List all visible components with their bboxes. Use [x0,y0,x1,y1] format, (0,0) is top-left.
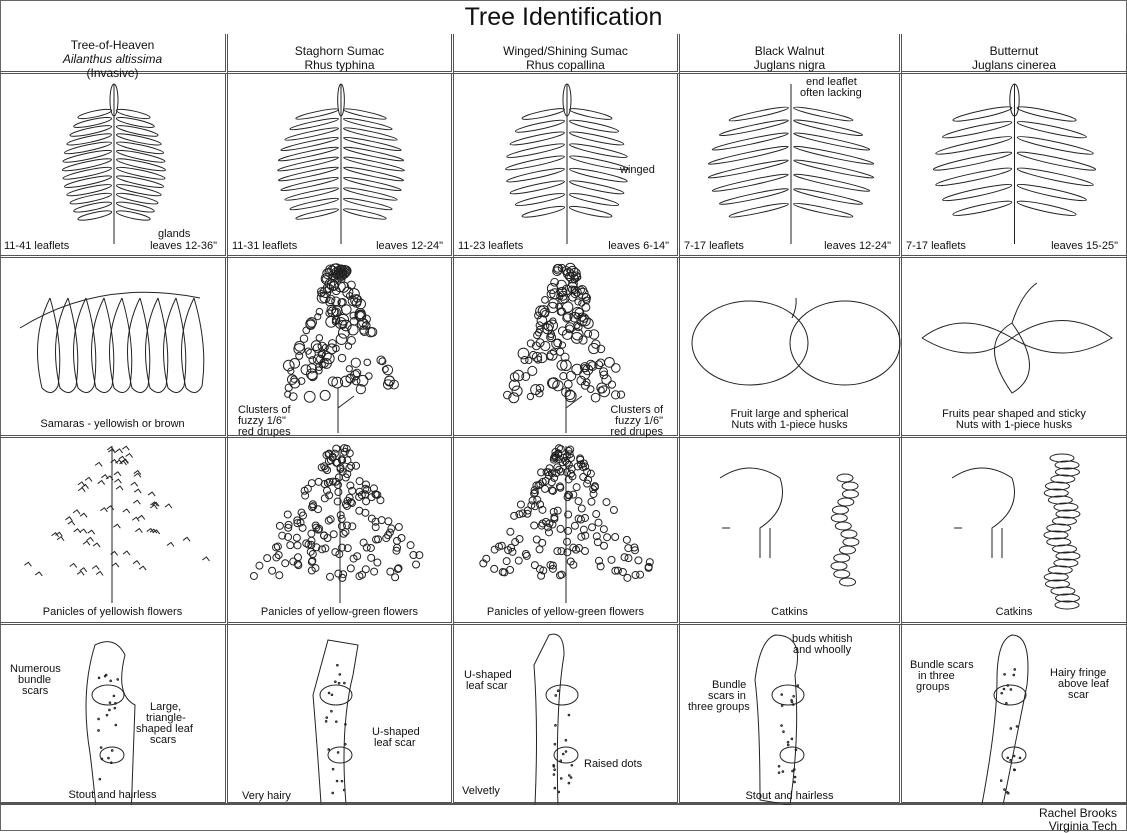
twig-cell-black-walnut-illustration [680,625,902,805]
twig-caption: Stout and hairless [680,790,899,802]
page-title: Tree Identification [0,0,1127,34]
leaf-cell-black-walnut-illustration [680,74,902,258]
header-tree-of-heaven: Tree-of-HeavenAilanthus altissima(Invasi… [0,34,228,74]
twig-cell-butternut-illustration [902,625,1127,805]
twig-cell-staghorn-sumac: Very hairyU-shapedleaf scar [228,625,454,805]
leaf-cell-staghorn-sumac: 11-31 leaflets leaves 12-24" [228,74,454,258]
fruit-cell-tree-of-heaven: Samaras - yellowish or brown [0,258,228,438]
latin-name: Juglans nigra [680,58,899,72]
latin-name: Rhus typhina [228,58,451,72]
common-name: Winged/Shining Sumac [454,44,677,58]
leaf-length: leaves 6-14" [608,240,669,252]
annotation: groups [916,681,950,693]
leaf-cell-butternut-illustration [902,74,1127,258]
fruit-cell-winged-sumac: Clusters offuzzy 1/6"red drupes [454,258,680,438]
twig-caption: Stout and hairless [0,789,225,801]
flower-cell-tree-of-heaven-illustration [0,438,228,625]
annotation: leaf scar [466,680,508,692]
twig-cell-winged-sumac-illustration [454,625,680,805]
twig-caption: Velvetly [462,785,500,797]
twig-cell-black-walnut: Stout and hairlessbuds whitishand whooll… [680,625,902,805]
common-name: Butternut [902,44,1126,58]
winged-note: winged [620,164,655,176]
common-name: Staghorn Sumac [228,44,451,58]
flower-caption: Catkins [680,606,899,618]
flower-cell-staghorn-sumac: Panicles of yellow-green flowers [228,438,454,625]
flower-cell-winged-sumac-illustration [454,438,680,625]
glands-note: glands [158,228,190,240]
fruit-caption: Samaras - yellowish or brown [0,418,225,430]
common-name: Tree-of-Heaven [0,38,225,52]
flower-caption: Catkins [902,606,1126,618]
flower-caption: Panicles of yellow-green flowers [454,606,677,618]
twig-cell-staghorn-sumac-illustration [228,625,454,805]
fruit-caption-2: Nuts with 1-piece husks [902,419,1126,431]
flower-cell-black-walnut: Catkins [680,438,902,625]
annotation: scars [150,734,176,746]
annotation: three groups [688,701,750,713]
author-org: Virginia Tech [1049,820,1117,833]
twig-cell-winged-sumac: VelvetlyU-shapedleaf scarRaised dots [454,625,680,805]
header-black-walnut: Black WalnutJuglans nigra [680,34,902,74]
end-leaflet-note-2: often lacking [800,87,862,99]
leaf-length: leaves 15-25" [1051,240,1118,252]
leaf-cell-winged-sumac: 11-23 leaflets leaves 6-14" winged [454,74,680,258]
leaf-cell-black-walnut: 7-17 leafletsleaves 12-24"end leafletoft… [680,74,902,258]
fruit-cell-butternut: Fruits pear shaped and stickyNuts with 1… [902,258,1127,438]
leaf-cell-tree-of-heaven: 11-41 leaflets leaves 12-36"glands [0,74,228,258]
annotation: and whoolly [793,644,851,656]
latin-name: Juglans cinerea [902,58,1126,72]
leaflet-count: 7-17 leaflets [906,240,966,252]
leaf-cell-butternut: 7-17 leaflets leaves 15-25" [902,74,1127,258]
latin-name: Rhus copallina [454,58,677,72]
annotation: leaf scar [374,737,416,749]
twig-cell-tree-of-heaven-illustration [0,625,228,805]
leaflet-count: 11-31 leaflets [232,240,297,252]
leaf-length: leaves 12-36" [150,240,217,252]
twig-cell-butternut: Bundle scarsin threegroupsHairy fringeab… [902,625,1127,805]
leaflet-count: 11-23 leaflets [458,240,523,252]
fruit-caption-2: Nuts with 1-piece husks [680,419,899,431]
fruit-caption-3: red drupes [238,426,291,438]
flower-cell-butternut-illustration [902,438,1127,625]
flower-cell-black-walnut-illustration [680,438,902,625]
leaflet-count: 11-41 leaflets [4,240,69,252]
common-name: Black Walnut [680,44,899,58]
leaf-cell-staghorn-sumac-illustration [228,74,454,258]
header-winged-sumac: Winged/Shining SumacRhus copallina [454,34,680,74]
latin-name: Ailanthus altissima [0,52,225,66]
twig-caption: Very hairy [242,790,291,802]
header-staghorn-sumac: Staghorn SumacRhus typhina [228,34,454,74]
leaf-length: leaves 12-24" [376,240,443,252]
flower-cell-staghorn-sumac-illustration [228,438,454,625]
fruit-cell-black-walnut: Fruit large and sphericalNuts with 1-pie… [680,258,902,438]
annotation: scar [1068,689,1089,701]
raised-dots-note: Raised dots [584,758,642,770]
fruit-caption: red drupes [610,426,663,438]
annotation: scars [22,685,48,697]
fruit-cell-tree-of-heaven-illustration [0,258,228,438]
header-butternut: ButternutJuglans cinerea [902,34,1127,74]
flower-cell-tree-of-heaven: Panicles of yellowish flowers [0,438,228,625]
flower-caption: Panicles of yellowish flowers [0,606,225,618]
leaflet-count: 7-17 leaflets [684,240,744,252]
credit-footer: Rachel Brooks Virginia Tech [0,803,1127,832]
flower-cell-butternut: Catkins [902,438,1127,625]
twig-cell-tree-of-heaven: Stout and hairlessNumerousbundlescarsLar… [0,625,228,805]
leaf-cell-tree-of-heaven-illustration [0,74,228,258]
flower-cell-winged-sumac: Panicles of yellow-green flowers [454,438,680,625]
flower-caption: Panicles of yellow-green flowers [228,606,451,618]
leaf-length: leaves 12-24" [824,240,891,252]
fruit-cell-staghorn-sumac: Clusters offuzzy 1/6"red drupes [228,258,454,438]
